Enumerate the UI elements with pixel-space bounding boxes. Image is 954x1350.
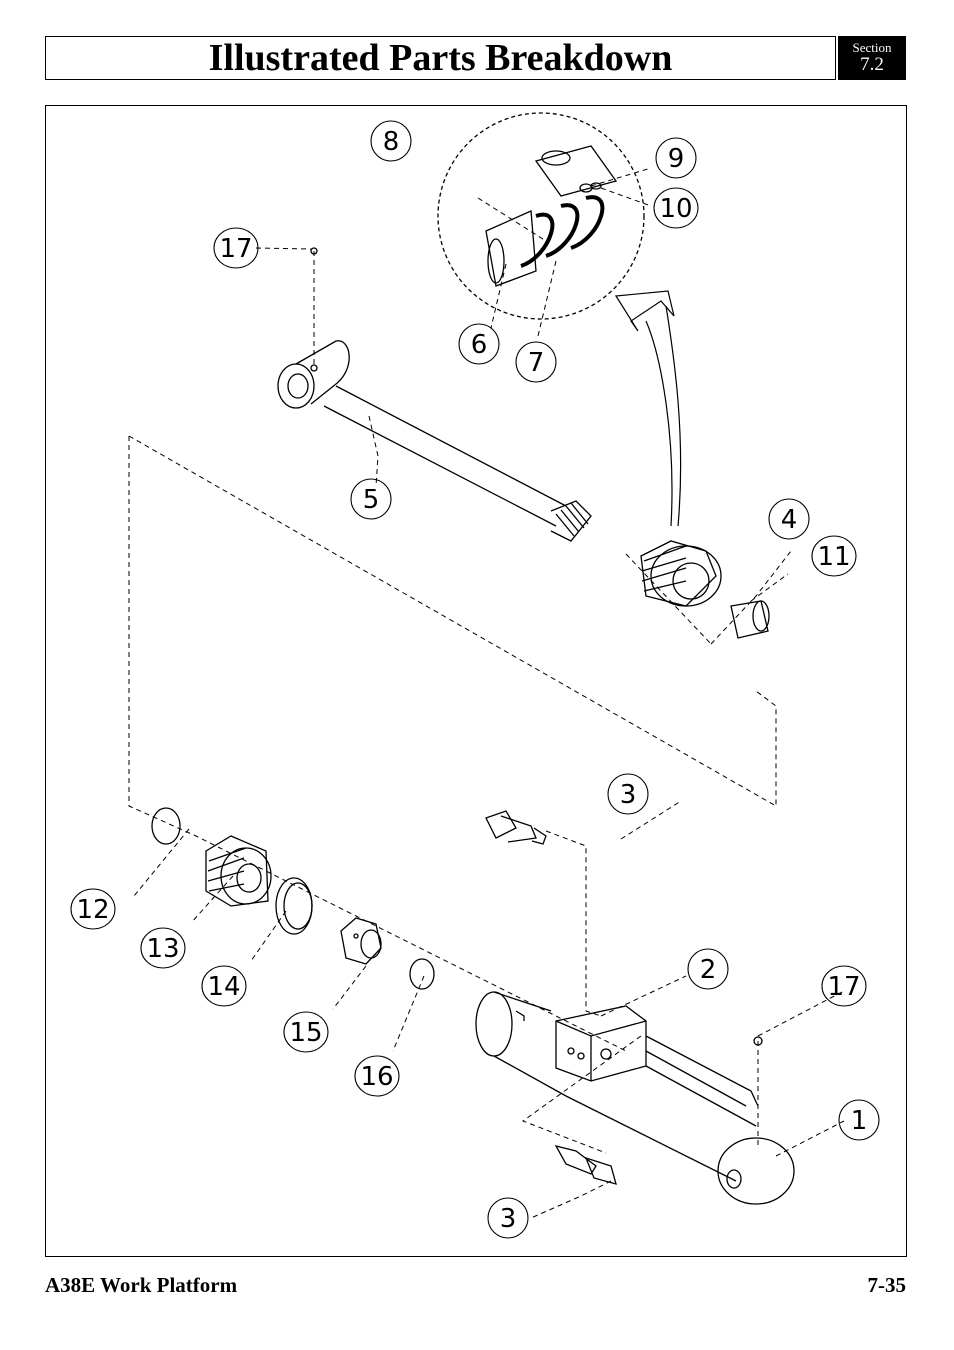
callout-17-top: 17 xyxy=(213,227,259,269)
callout-10: 10 xyxy=(653,187,699,229)
callout-1: 1 xyxy=(838,1099,880,1141)
callout-3-upper: 3 xyxy=(607,773,649,815)
svg-text:9: 9 xyxy=(668,144,685,174)
svg-text:11: 11 xyxy=(817,542,850,572)
callout-4: 4 xyxy=(768,498,810,540)
seal-detail xyxy=(485,145,618,287)
svg-text:14: 14 xyxy=(207,972,240,1002)
nut-part xyxy=(340,917,382,965)
callout-7: 7 xyxy=(515,341,557,383)
callout-13: 13 xyxy=(140,927,186,969)
callout-6: 6 xyxy=(458,323,500,365)
callout-12: 12 xyxy=(70,888,116,930)
gland-part xyxy=(640,540,722,607)
svg-text:15: 15 xyxy=(289,1018,322,1048)
o-ring-16 xyxy=(409,958,435,990)
svg-text:12: 12 xyxy=(76,895,109,925)
callout-3-lower: 3 xyxy=(487,1197,529,1239)
section-number: 7.2 xyxy=(860,54,884,75)
piston-part xyxy=(205,835,272,907)
detail-arrow xyxy=(614,290,682,527)
bushing-part xyxy=(730,600,770,639)
valve-cartridge-upper xyxy=(485,810,547,845)
parts-diagram-frame: 8 9 10 17 6 7 xyxy=(45,105,907,1257)
callout-9: 9 xyxy=(655,137,697,179)
svg-text:3: 3 xyxy=(620,780,637,810)
svg-text:2: 2 xyxy=(700,955,717,985)
svg-text:13: 13 xyxy=(146,934,179,964)
o-ring-12 xyxy=(151,807,181,845)
callout-5: 5 xyxy=(350,478,392,520)
svg-text:17: 17 xyxy=(827,972,860,1002)
callout-14: 14 xyxy=(201,965,247,1007)
callout-17-right: 17 xyxy=(821,965,867,1007)
svg-text:16: 16 xyxy=(360,1062,393,1092)
title-bar: Illustrated Parts Breakdown xyxy=(45,36,836,80)
section-label: Section xyxy=(852,40,892,55)
wear-ring-part xyxy=(275,877,313,935)
svg-text:17: 17 xyxy=(219,234,252,264)
svg-text:8: 8 xyxy=(383,127,400,157)
footer-product-name: A38E Work Platform xyxy=(45,1273,238,1297)
callout-2: 2 xyxy=(687,948,729,990)
svg-text:3: 3 xyxy=(500,1204,517,1234)
rod-part xyxy=(277,340,592,542)
svg-text:6: 6 xyxy=(471,330,488,360)
callout-11: 11 xyxy=(811,535,857,577)
parts-diagram: 8 9 10 17 6 7 xyxy=(70,112,880,1239)
section-badge: Section 7.2 xyxy=(838,36,906,80)
barrel-part xyxy=(310,247,795,1205)
detail-circle xyxy=(437,112,645,320)
svg-text:7: 7 xyxy=(528,348,545,378)
footer-page-number: 7-35 xyxy=(867,1273,907,1297)
callout-8: 8 xyxy=(370,120,412,162)
callout-15: 15 xyxy=(283,1011,329,1053)
svg-text:5: 5 xyxy=(363,485,380,515)
valve-cartridge-lower xyxy=(554,1145,617,1185)
callout-16: 16 xyxy=(354,1055,400,1097)
svg-text:10: 10 xyxy=(659,194,692,224)
svg-text:4: 4 xyxy=(781,505,798,535)
svg-text:1: 1 xyxy=(851,1106,868,1136)
manifold-block xyxy=(555,1005,759,1107)
page-title: Illustrated Parts Breakdown xyxy=(208,37,673,79)
